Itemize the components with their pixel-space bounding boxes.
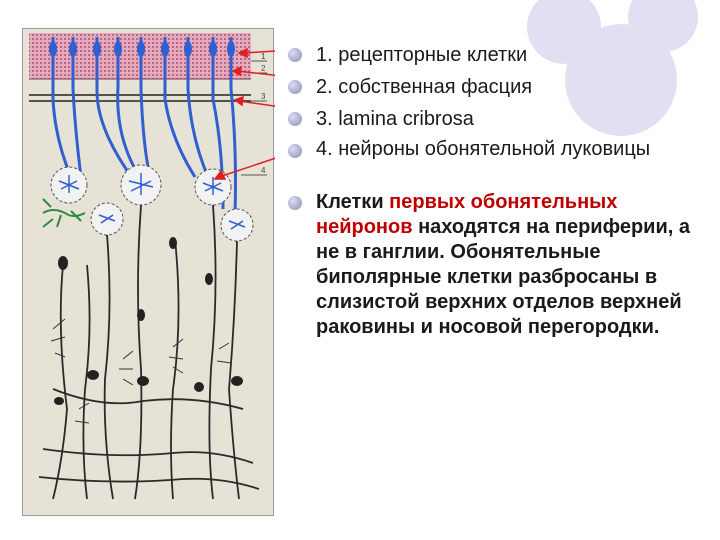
paragraph-item: Клетки первых обонятельных нейронов нахо… [286,190,706,340]
glial-cell [42,198,86,228]
bullet-item: 2. собственная фасция [286,72,706,102]
bullet-text: 3. lamina cribrosa [316,108,474,130]
bullet-dot-icon [288,196,302,210]
layer-label-2: 2 [261,64,266,73]
neuron-bodies [54,237,243,405]
neuron-dendrites [50,318,232,424]
paragraph-highlight: первых обонятельных нейронов [316,191,618,238]
bullet-dot-icon [288,112,302,126]
bullet-list: 1. рецепторные клетки 2. собственная фас… [286,40,706,340]
decor-circle [565,24,677,136]
bullet-item: 1. рецепторные клетки [286,40,706,70]
bulb-neurons [38,204,260,500]
bullet-item: 3. lamina cribrosa [286,104,706,134]
paragraph-prefix: Клетки [316,191,390,213]
neuron-diagram-svg: 1 2 3 4 [29,33,275,500]
receptor-cell-bodies [49,41,235,57]
bullet-dot-icon [288,48,302,62]
layer-label-4: 4 [261,166,266,175]
bullet-dot-icon [288,80,302,94]
glomeruli-terminals [58,173,246,230]
paragraph-suffix: находятся на периферии, а не в ганглии. … [316,216,690,338]
layer-label-1: 1 [261,52,266,61]
layer-label-3: 3 [261,92,266,101]
bullet-text: 1. рецепторные клетки [316,44,528,66]
bullet-item: 4. нейроны обонятельной луковицы [286,136,706,162]
pointer-arrows [213,47,275,180]
bullet-text: 2. собственная фасция [316,76,533,98]
bullet-dot-icon [288,144,302,158]
olfactory-neuron-illustration: 1 2 3 4 [22,28,275,516]
bullet-text: 4. нейроны обонятельной луковицы [316,138,651,160]
